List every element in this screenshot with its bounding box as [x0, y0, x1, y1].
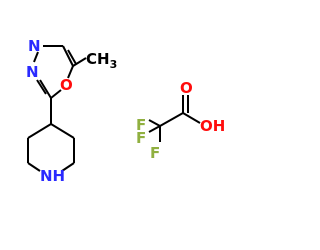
methyl-subscript: 3: [110, 58, 118, 71]
bond-n-c2: [62, 45, 74, 67]
bond-pip-1: [50, 123, 75, 139]
atom-label-f: F: [136, 129, 146, 147]
bond-n-c2-double: [67, 49, 77, 65]
bond-c-f2: [148, 125, 161, 133]
oxadiazole-piperidine-molecule: N N O CH3 NH: [26, 37, 117, 185]
structure-canvas: N N O CH3 NH O OH F F F: [26, 37, 225, 185]
bond-cf3-cooh: [159, 112, 184, 127]
atom-label-oh: OH: [200, 117, 225, 135]
bond-methyl: [72, 57, 87, 67]
bond-pip-6: [27, 123, 52, 139]
atom-label-n: N: [28, 37, 41, 55]
atom-label-f: F: [150, 144, 160, 162]
bond-c-f1: [148, 119, 161, 127]
bond-c5-n-double: [36, 79, 47, 95]
methyl-ch: CH: [86, 50, 110, 68]
atom-label-methyl: CH3: [86, 50, 117, 71]
atom-label-nh: NH: [40, 167, 65, 185]
atom-label-o: O: [180, 79, 193, 97]
atom-label-o: O: [60, 76, 73, 94]
atom-label-f: F: [136, 116, 146, 134]
trifluoroacetic-acid-molecule: O OH F F F: [136, 79, 225, 162]
chemical-structure-drawing: N N O CH3 NH O OH F F F: [26, 37, 225, 185]
atom-label-n: N: [26, 63, 39, 81]
bond-c5-n: [39, 79, 52, 99]
bond-c2-o: [67, 65, 74, 79]
bond-c5-o: [50, 89, 62, 99]
bond-c-oh: [182, 112, 201, 124]
bond-n-n-side: [33, 51, 39, 63]
bond-pip-3: [61, 162, 75, 172]
bond-pip-4: [27, 162, 41, 172]
